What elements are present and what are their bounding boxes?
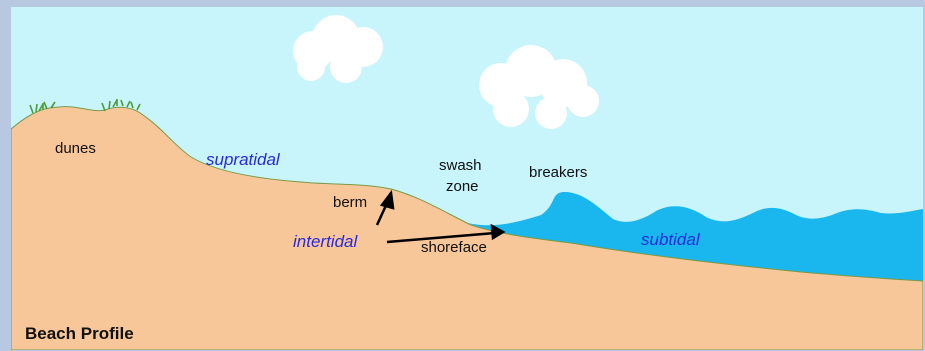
label-swash: swash (439, 157, 482, 174)
label-berm: berm (333, 194, 367, 211)
beach-profile-diagram: dunes supratidal berm swash zone breaker… (11, 7, 923, 350)
label-shoreface: shoreface (421, 239, 487, 256)
label-supratidal: supratidal (206, 150, 281, 169)
label-intertidal: intertidal (293, 232, 358, 251)
diagram-title: Beach Profile (25, 324, 134, 343)
label-breakers: breakers (529, 164, 587, 181)
label-dunes: dunes (55, 140, 96, 157)
label-subtidal: subtidal (641, 230, 701, 249)
label-zone: zone (446, 178, 479, 195)
